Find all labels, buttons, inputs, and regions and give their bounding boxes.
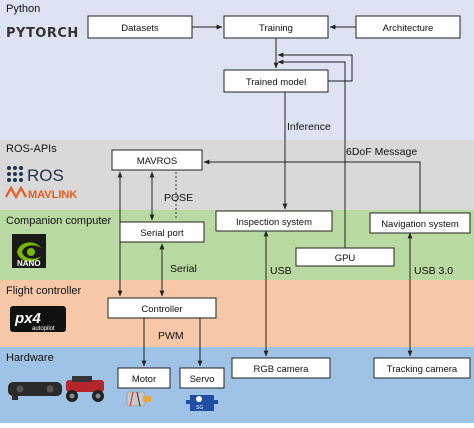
mavlink-logo-icon <box>5 185 27 200</box>
mavlink-logo: MAVLINK <box>28 189 77 201</box>
px4-logo-text: px4 <box>14 310 42 327</box>
band-title-python: Python <box>6 3 40 15</box>
servo-box: Servo <box>179 367 225 389</box>
tracking-camera-box: Tracking camera <box>373 357 471 379</box>
datasets-box: Datasets <box>87 15 193 39</box>
sixdof-message-label: 6DoF Message <box>346 146 417 158</box>
trained-model-feedback-arrow <box>277 52 353 82</box>
depth-camera-image <box>8 382 62 400</box>
inference-label: Inference <box>287 121 331 133</box>
servo-label: Servo <box>190 374 215 385</box>
gpu-label: GPU <box>335 253 356 264</box>
tracking-camera-label: Tracking camera <box>387 364 458 375</box>
usb-label: USB <box>270 265 292 277</box>
mavros-box: MAVROS <box>111 149 203 171</box>
architecture-box: Architecture <box>355 15 461 39</box>
serial-label: Serial <box>170 263 197 275</box>
pwm-label: PWM <box>158 330 184 342</box>
servo-image: SG <box>186 395 218 411</box>
svg-text:SG: SG <box>196 405 203 411</box>
rgb-camera-label: RGB camera <box>254 364 310 375</box>
ros-logo: ROS <box>27 166 64 185</box>
usb3-label: USB 3.0 <box>414 265 453 277</box>
gpu-to-training-line <box>277 59 346 248</box>
motor-box: Motor <box>117 367 171 389</box>
connectors <box>117 24 421 367</box>
nvidia-nano-logo: NANO <box>12 234 46 268</box>
training-box: Training <box>223 15 329 39</box>
px4-autopilot-text: autopilot <box>32 326 55 332</box>
ros-logo-dots-icon <box>7 166 23 182</box>
navigation-system-label: Navigation system <box>381 219 459 230</box>
rgb-camera-box: RGB camera <box>231 357 331 379</box>
architecture-label: Architecture <box>383 23 434 34</box>
px4-logo: px4 autopilot <box>10 306 66 332</box>
trained-model-label: Trained model <box>246 77 306 88</box>
sixdof-message-arrow <box>203 159 421 213</box>
motor-image <box>126 391 151 407</box>
controller-box: Controller <box>107 297 217 319</box>
navigation-system-box: Navigation system <box>369 212 471 234</box>
serial-port-label: Serial port <box>140 228 184 239</box>
gpu-box: GPU <box>295 247 395 267</box>
band-title-ros: ROS-APIs <box>6 143 57 155</box>
inspection-system-label: Inspection system <box>236 217 312 228</box>
inspection-system-box: Inspection system <box>215 210 333 232</box>
flight-band <box>0 280 474 347</box>
band-title-companion: Companion computer <box>6 215 112 227</box>
ros-band <box>0 140 474 210</box>
mavros-label: MAVROS <box>137 156 177 167</box>
band-title-hardware: Hardware <box>6 352 54 364</box>
pose-label: POSE <box>164 192 193 204</box>
rc-car-image <box>66 376 104 402</box>
nano-label: NANO <box>17 259 41 268</box>
pytorch-logo: PYTORCH <box>6 26 79 41</box>
controller-label: Controller <box>141 304 182 315</box>
motor-label: Motor <box>132 374 156 385</box>
band-title-flight: Flight controller <box>6 285 82 297</box>
training-label: Training <box>259 23 293 34</box>
datasets-label: Datasets <box>121 23 159 34</box>
trained-model-box: Trained model <box>223 69 329 93</box>
serial-port-box: Serial port <box>119 221 205 243</box>
